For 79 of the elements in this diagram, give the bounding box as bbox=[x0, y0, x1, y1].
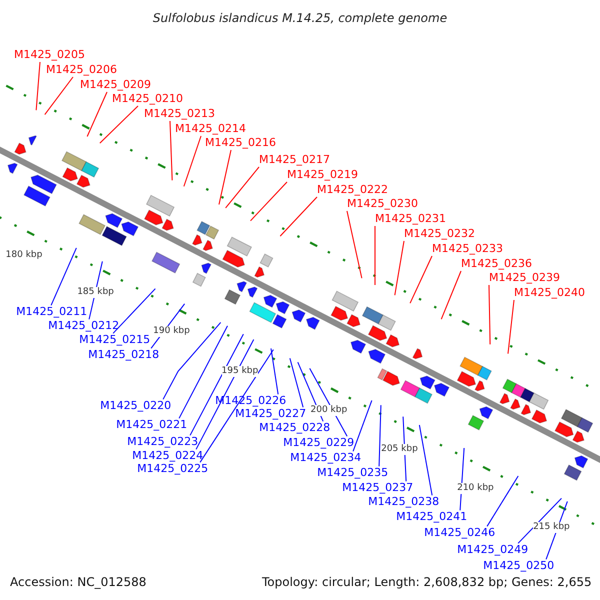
gene-label: M1425_0215 bbox=[79, 333, 150, 348]
gene-label: M1425_0212 bbox=[48, 319, 120, 334]
scale-label: 215 kbp bbox=[533, 522, 570, 533]
leader-line bbox=[488, 284, 491, 345]
leader-line bbox=[225, 166, 260, 208]
gene-label: M1425_0227 bbox=[235, 407, 306, 422]
leader-line bbox=[352, 400, 372, 452]
gene-label: M1425_0210 bbox=[112, 92, 183, 106]
gene-label: M1425_0239 bbox=[489, 271, 560, 285]
leader-line bbox=[178, 325, 228, 419]
leader-line bbox=[170, 120, 173, 181]
gene-label: M1425_0228 bbox=[259, 421, 330, 436]
leader-line bbox=[250, 182, 288, 222]
footer-text: Accession: NC_012588 bbox=[10, 575, 146, 589]
footer-text: Topology: circular; Length: 2,608,832 bp; Genes: 2,655 bbox=[262, 575, 592, 589]
leader-line bbox=[418, 424, 433, 496]
gene-label: M1425_0221 bbox=[116, 418, 188, 432]
gene-label: M1425_0213 bbox=[144, 107, 215, 121]
leader-line bbox=[378, 404, 382, 467]
leader-line bbox=[486, 476, 519, 527]
gene-label: M1425_0220 bbox=[100, 399, 172, 414]
leader-line bbox=[86, 92, 108, 137]
scale-label: 195 kbp bbox=[222, 366, 258, 377]
leader-line bbox=[99, 106, 138, 144]
leader-line bbox=[374, 226, 376, 286]
gene-label: M1425_0211 bbox=[16, 305, 88, 320]
gene-label: M1425_0246 bbox=[424, 526, 496, 540]
gene-label: M1425_0249 bbox=[457, 543, 528, 558]
gene-label: M1425_0229 bbox=[283, 436, 354, 450]
leader-line bbox=[270, 348, 279, 395]
scale-label: 185 kbp bbox=[77, 286, 114, 298]
gene-label: M1425_0216 bbox=[205, 136, 276, 150]
gene-label: M1425_0234 bbox=[290, 451, 362, 466]
gene-label: M1425_0222 bbox=[317, 183, 388, 197]
gene-label: M1425_0218 bbox=[88, 348, 160, 362]
gene-label: M1425_0232 bbox=[404, 227, 475, 241]
leader-line bbox=[280, 196, 318, 237]
gene-label: M1425_0206 bbox=[46, 63, 117, 77]
leader-line bbox=[196, 339, 254, 450]
leader-line bbox=[518, 498, 562, 544]
leader-line bbox=[44, 76, 74, 116]
gene-label: M1425_0219 bbox=[287, 168, 358, 182]
gene-label: M1425_0237 bbox=[342, 481, 414, 496]
leader-line bbox=[394, 240, 404, 296]
gene-label: M1425_0235 bbox=[317, 466, 388, 480]
leader-line bbox=[508, 300, 514, 354]
leader-line bbox=[50, 247, 77, 306]
leader-line bbox=[440, 270, 462, 320]
gene-label: M1425_0205 bbox=[14, 48, 85, 62]
scale-label: 210 kbp bbox=[457, 482, 494, 494]
leader-line bbox=[36, 62, 40, 111]
gene-label: M1425_0236 bbox=[461, 257, 532, 271]
gene-label: M1425_0224 bbox=[132, 449, 204, 464]
gene-label: M1425_0250 bbox=[483, 559, 554, 574]
gene-label: M1425_0217 bbox=[259, 153, 330, 167]
leader-line bbox=[183, 136, 202, 187]
leader-line bbox=[218, 150, 232, 205]
map-title: Sulfolobus islandicus M.14.25, complete genome bbox=[152, 11, 448, 25]
leader-line bbox=[200, 349, 274, 463]
gene-label: M1425_0223 bbox=[127, 435, 198, 450]
gene-label: M1425_0233 bbox=[432, 242, 503, 256]
gene-label: M1425_0241 bbox=[396, 510, 468, 524]
leader-line bbox=[289, 358, 304, 408]
leader-line bbox=[346, 210, 362, 279]
gene-label: M1425_0240 bbox=[514, 286, 585, 300]
scale-label: 205 kbp bbox=[381, 444, 418, 455]
scale-label: 180 kbp bbox=[6, 250, 42, 261]
gene-label: M1425_0225 bbox=[137, 462, 208, 476]
leader-line bbox=[112, 288, 156, 334]
scale-label: 200 kbp bbox=[310, 404, 348, 416]
leader-line bbox=[410, 256, 432, 304]
gene-label: M1425_0209 bbox=[80, 78, 151, 92]
gene-label: M1425_0231 bbox=[375, 212, 446, 226]
leader-line bbox=[162, 322, 222, 400]
gene-label: M1425_0214 bbox=[175, 122, 246, 136]
gene-label: M1425_0238 bbox=[368, 495, 440, 510]
scale-label: 190 kbp bbox=[153, 326, 190, 337]
leader-line bbox=[190, 334, 244, 436]
gene-label: M1425_0230 bbox=[347, 197, 418, 211]
